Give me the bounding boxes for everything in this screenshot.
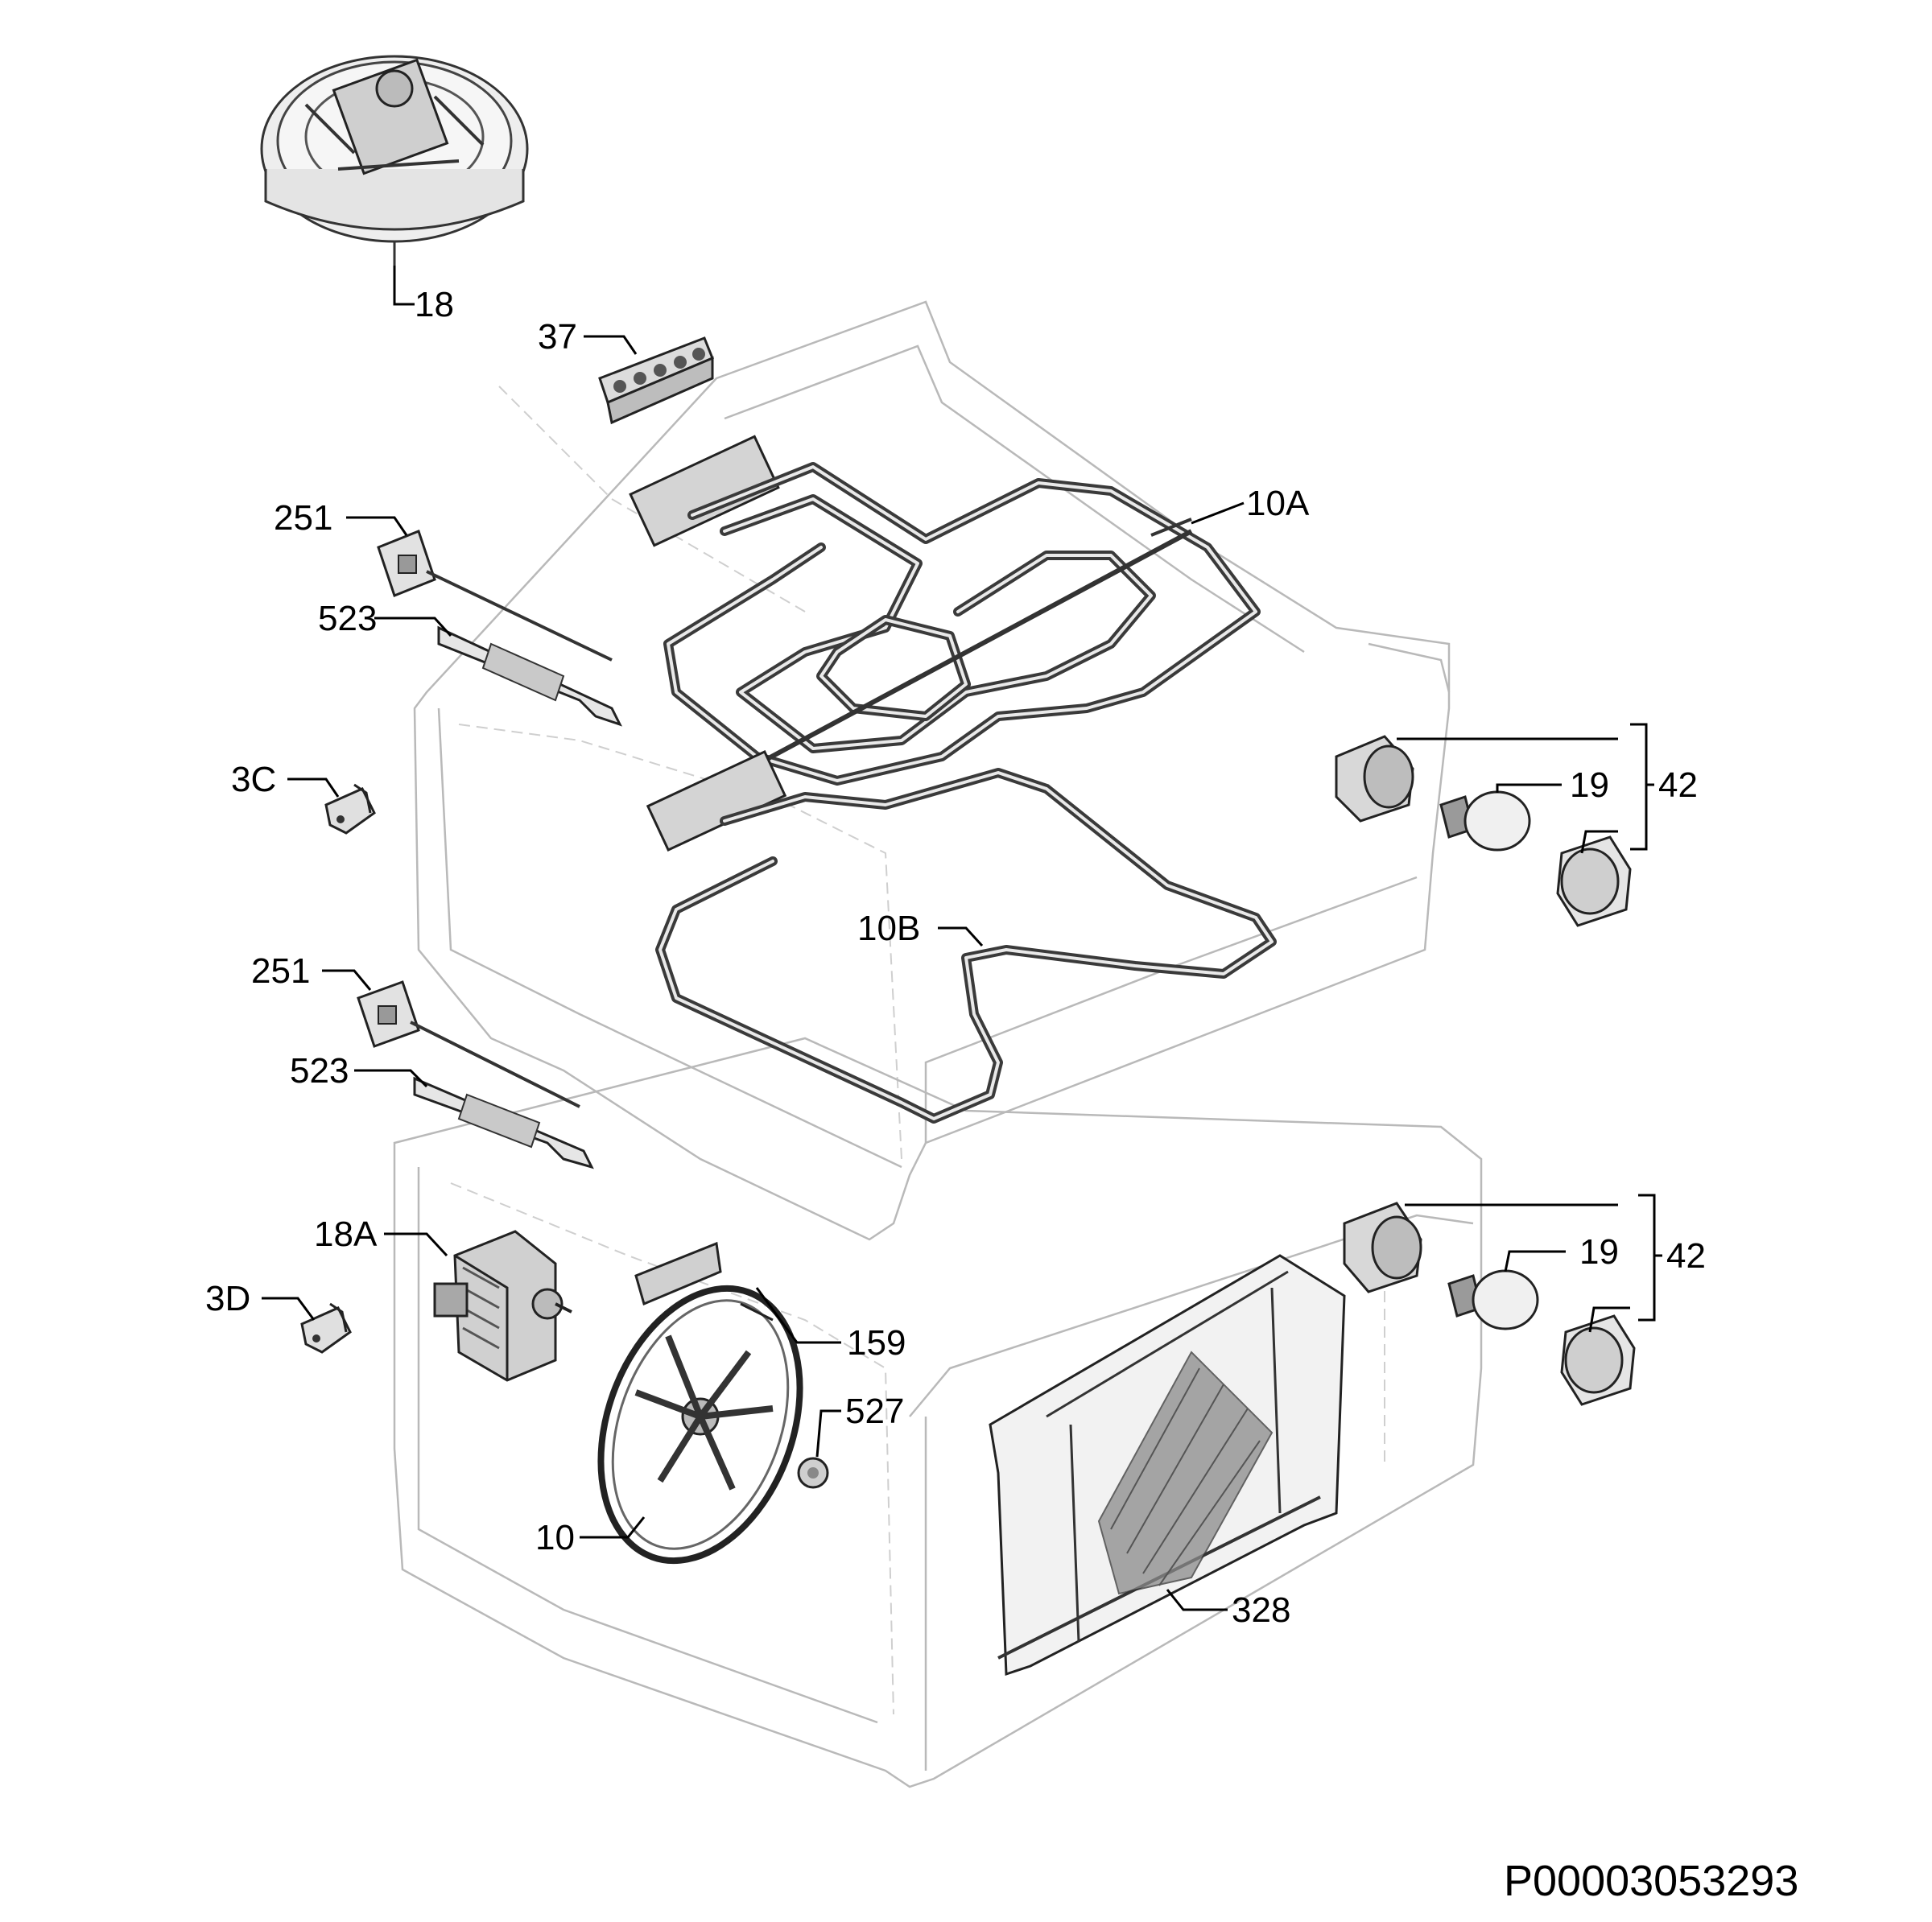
- label-10: 10: [535, 1518, 575, 1557]
- heating-element-lower: [646, 750, 1277, 1124]
- label-3c: 3C: [231, 760, 276, 799]
- leader-lines: [262, 266, 1662, 1611]
- fan-shroud-and-wheel: [597, 1241, 803, 1565]
- label-328: 328: [1232, 1590, 1290, 1630]
- callout-labels: 18 37 10A 251 523 3C 19 42 10B 251 523 1…: [205, 285, 1706, 1630]
- label-18: 18: [415, 285, 454, 324]
- label-42-bottom: 42: [1666, 1236, 1706, 1276]
- label-3d: 3D: [205, 1279, 250, 1318]
- label-527: 527: [845, 1392, 904, 1431]
- support-bottom: [357, 980, 580, 1108]
- bracket-top: [437, 625, 622, 727]
- label-19-top: 19: [1570, 765, 1609, 805]
- lamp-assembly-top: [1335, 735, 1632, 927]
- nut: [797, 1457, 829, 1489]
- part-3c-clip: [324, 783, 376, 835]
- terminal-block: [598, 336, 714, 425]
- fan-motor-lower: [433, 1230, 572, 1382]
- label-251-top: 251: [274, 498, 332, 538]
- label-251-bottom: 251: [251, 951, 310, 991]
- bracket-bottom: [413, 1076, 594, 1169]
- label-523-top: 523: [318, 599, 377, 638]
- label-18a: 18A: [314, 1215, 378, 1254]
- label-159: 159: [847, 1323, 906, 1363]
- lower-cavity-outline: [393, 1037, 1483, 1788]
- label-10b: 10B: [857, 909, 920, 948]
- label-42-top: 42: [1658, 765, 1698, 805]
- label-10a: 10A: [1246, 484, 1310, 523]
- fan-motor-assembly-top: [260, 55, 529, 266]
- support-top: [377, 530, 613, 662]
- upper-cavity-outline: [413, 300, 1451, 1241]
- grill-element-upper: [629, 435, 1261, 786]
- label-37: 37: [538, 317, 577, 357]
- label-523-bottom: 523: [290, 1051, 349, 1091]
- back-panel: [989, 1254, 1346, 1677]
- part-3d-clip: [300, 1302, 352, 1354]
- drawing-code: P00003053293: [1504, 1857, 1798, 1905]
- label-19-bottom: 19: [1579, 1232, 1619, 1272]
